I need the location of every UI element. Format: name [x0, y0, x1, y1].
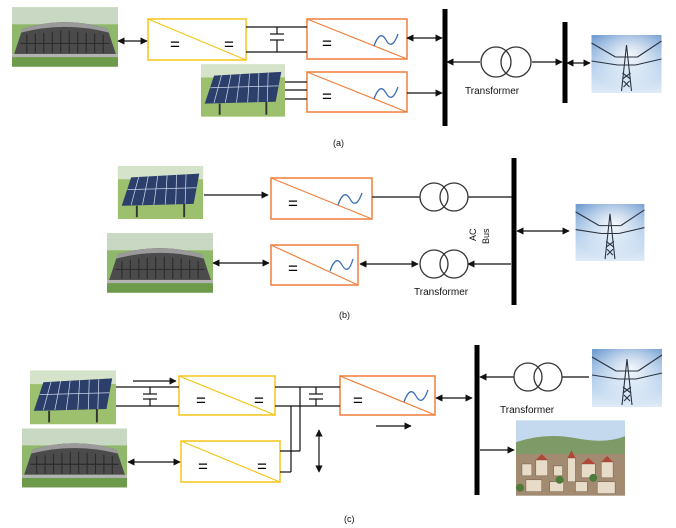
dc-symbol: = — [196, 391, 206, 410]
transformer-label: Transformer — [465, 86, 520, 97]
power-grid-image — [574, 204, 646, 261]
ac-sine-icon — [337, 192, 363, 206]
dc-ac-inverter: = — [306, 71, 408, 113]
dc-symbol: = — [254, 391, 264, 410]
bus-label-ac: AC — [468, 228, 478, 241]
dc-symbol: = — [257, 457, 267, 476]
transformer-icon — [480, 46, 532, 78]
dc-symbol: = — [170, 35, 180, 54]
panel-a: = = = = — [12, 6, 663, 148]
dc-dc-converter: = = — [147, 18, 247, 61]
connection-lines — [116, 373, 589, 473]
battery-storage-image — [107, 232, 213, 294]
connection-lines — [204, 191, 570, 268]
dc-symbol: = — [322, 34, 332, 53]
transformer-icon — [419, 182, 469, 212]
bus-label-bus: Bus — [481, 228, 491, 244]
transformer-icon — [513, 362, 563, 392]
dc-dc-converter: = = — [178, 375, 276, 416]
dc-ac-inverter: = — [270, 177, 373, 220]
dc-ac-inverter: = — [306, 18, 408, 60]
ac-sine-icon — [403, 389, 429, 403]
town-load-image — [516, 420, 625, 496]
dc-dc-converter: = = — [180, 440, 281, 483]
solar-panel-image — [201, 63, 285, 118]
panel-caption: (c) — [344, 514, 355, 524]
ac-sine-icon — [373, 86, 399, 100]
dc-ac-inverter: = — [270, 244, 359, 286]
dc-ac-inverter: = — [339, 375, 436, 416]
dc-symbol: = — [353, 391, 363, 410]
transformer-label: Transformer — [414, 287, 469, 298]
solar-panel-image — [117, 166, 204, 219]
battery-storage-image — [22, 428, 127, 488]
dc-symbol: = — [288, 194, 298, 213]
panel-c: = = = = = — [22, 345, 663, 524]
dc-symbol: = — [288, 259, 298, 278]
dc-symbol: = — [322, 87, 332, 106]
dc-symbol: = — [198, 457, 208, 476]
dc-symbol: = — [224, 35, 234, 54]
ac-sine-icon — [329, 258, 354, 272]
solar-panel-image — [30, 370, 116, 425]
connection-lines — [117, 26, 591, 100]
transformer-label: Transformer — [500, 405, 555, 416]
power-grid-image — [590, 35, 663, 93]
panel-caption: (b) — [339, 310, 350, 320]
panel-b: = = AC Bus Transformer — [107, 158, 646, 320]
transformer-icon — [419, 249, 469, 279]
power-grid-image — [591, 349, 663, 407]
battery-storage-image — [12, 6, 118, 68]
ac-sine-icon — [373, 33, 399, 47]
panel-caption: (a) — [333, 138, 344, 148]
